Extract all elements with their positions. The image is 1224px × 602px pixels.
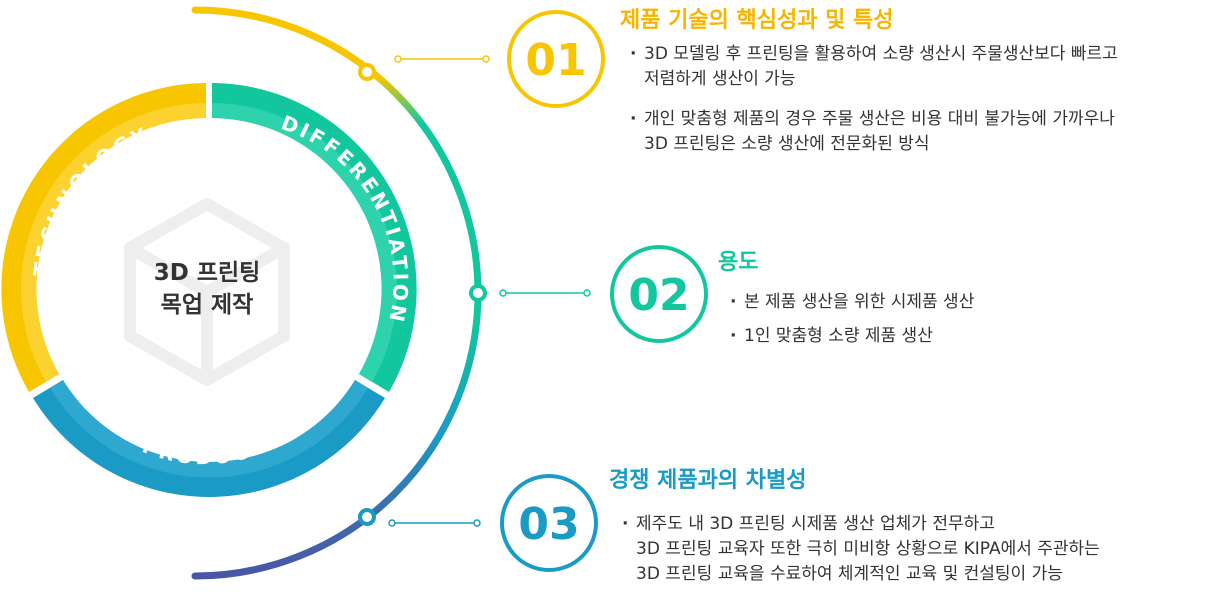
list-item: 제주도 내 3D 프린팅 시제품 생산 업체가 전무하고 3D 프린팅 교육자 … [622,512,1100,587]
hexagon-icon [124,198,290,386]
list-item: 본 제품 생산을 위한 시제품 생산 [730,290,974,315]
section-03-bullets: 제주도 내 3D 프린팅 시제품 생산 업체가 전무하고 3D 프린팅 교육자 … [622,512,1100,602]
number-badge-01: 01 [507,10,605,108]
center-title-line-2: 목업 제작 [161,292,254,318]
center-title-line-1: 3D 프린팅 [154,260,261,286]
list-item: 1인 맞춤형 소량 제품 생산 [730,324,974,349]
section-02-bullets: 본 제품 생산을 위한 시제품 생산 1인 맞춤형 소량 제품 생산 [730,290,974,364]
bullet-line: 1인 맞춤형 소량 제품 생산 [744,326,933,346]
section-01-bullets: 3D 모델링 후 프린팅을 활용하여 소량 생산시 주물생산보다 빠르고 저렴하… [630,42,1118,172]
section-03-title: 경쟁 제품과의 차별성 [609,468,807,493]
connector-03 [358,508,481,527]
number-badge-02: 02 [610,245,708,343]
section-02-title: 용도 [718,250,759,275]
bullet-line: 저렴하게 생산이 가능 [644,69,796,89]
number-02: 02 [628,270,689,321]
bullet-line: 제주도 내 3D 프린팅 시제품 생산 업체가 전무하고 [636,514,995,534]
ring-segment-product [33,380,385,497]
list-item: 개인 맞춤형 제품의 경우 주물 생산은 비용 대비 불가능에 가까우나 3D … [630,107,1118,157]
ring-segment-technology [1,83,207,392]
bullet-line: 3D 모델링 후 프린팅을 활용하여 소량 생산시 주물생산보다 빠르고 [644,44,1118,64]
bullet-line: 3D 프린팅 교육을 수료하여 체계적인 교육 및 컨설팅이 가능 [636,564,1063,584]
number-01: 01 [525,35,586,86]
bullet-line: 3D 프린팅 교육자 또한 극히 미비항 상황으로 KIPA에서 주관하는 [636,539,1100,559]
connector-02 [469,284,591,302]
number-badge-03: 03 [500,474,598,572]
section-01-title: 제품 기술의 핵심성과 및 특성 [620,8,894,33]
connector-01 [358,55,490,81]
ring-segment-differentiation [212,83,417,392]
bullet-line: 본 제품 생산을 위한 시제품 생산 [744,292,975,312]
list-item: 3D 모델링 후 프린팅을 활용하여 소량 생산시 주물생산보다 빠르고 저렴하… [630,42,1118,92]
bullet-line: 개인 맞춤형 제품의 경우 주물 생산은 비용 대비 불가능에 가까우나 [644,109,1115,129]
ring-label-differentiation: DIFFERENTIATION [278,110,410,326]
svg-text:DIFFERENTIATION: DIFFERENTIATION [278,110,413,326]
bullet-line: 3D 프린팅은 소량 생산에 전문화된 방식 [644,134,930,154]
number-03: 03 [518,499,579,550]
